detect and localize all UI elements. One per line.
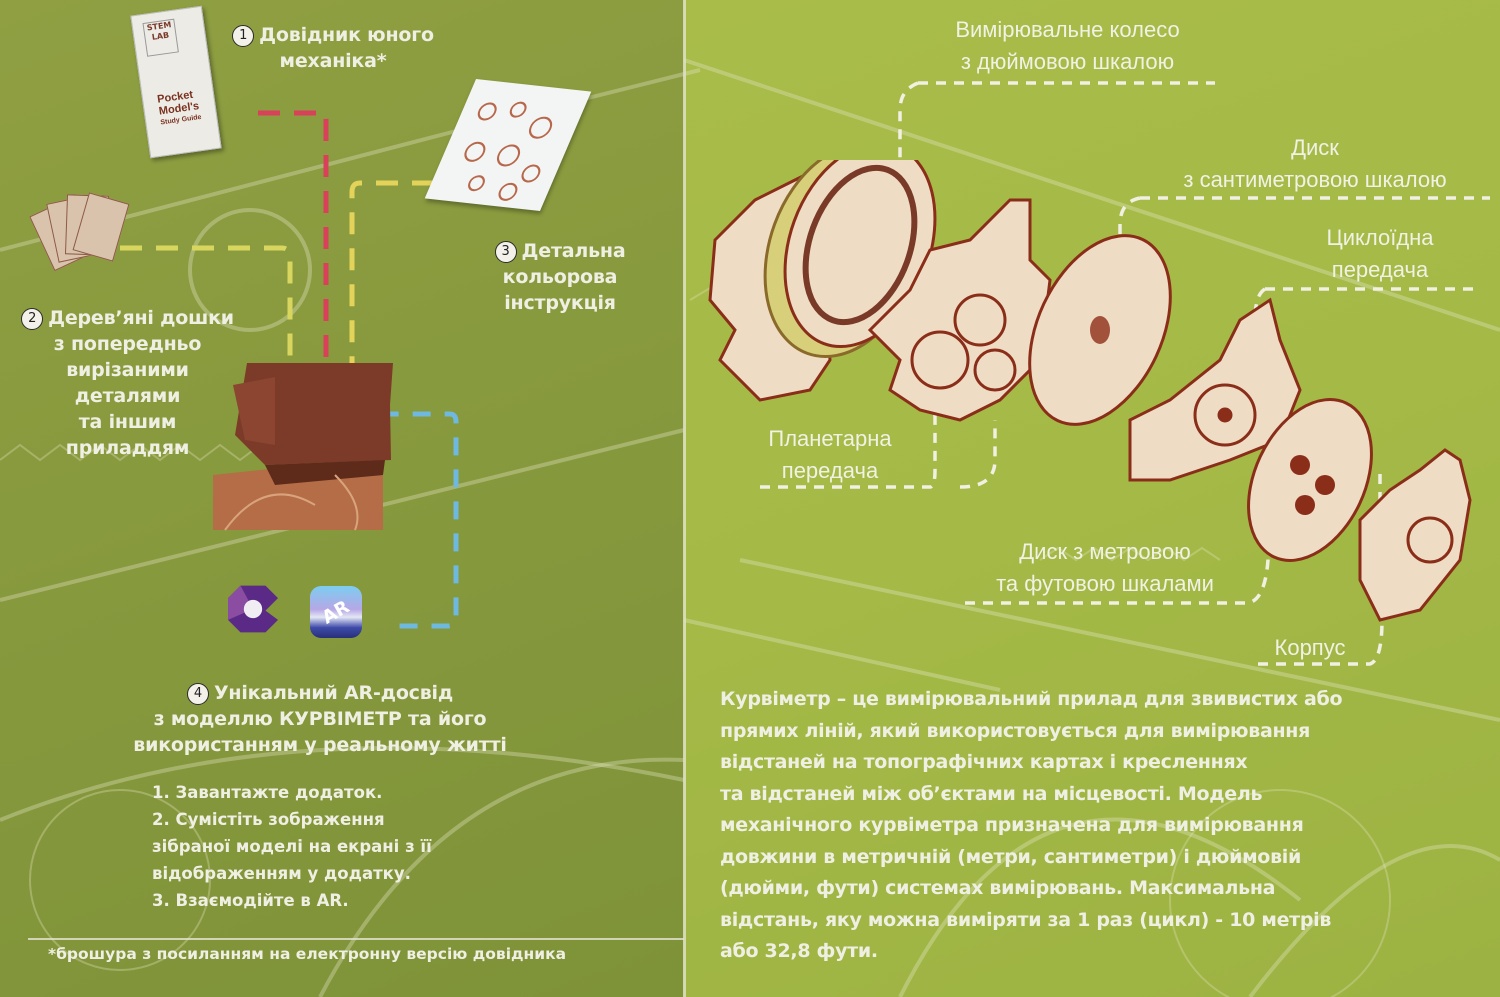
label-line: з сантиметровою шкалою xyxy=(1183,167,1447,192)
kurvimeter-exploded-parts-image xyxy=(708,160,1472,622)
footnote-separator xyxy=(28,938,684,940)
heading-line: Довідник юного xyxy=(259,24,434,46)
number-badge: 3 xyxy=(494,240,517,263)
label-line: з дюймовою шкалою xyxy=(960,49,1175,74)
step-line: відображенням у додатку. xyxy=(152,864,411,883)
ar-app-icon: AR xyxy=(310,586,362,638)
step-line: 2. Сумістіть зображення xyxy=(152,810,385,829)
label-cycloid-gear: Циклоїдна передача xyxy=(1275,222,1485,286)
heading-line: кольорова xyxy=(502,266,618,288)
description-line: відстань, яку можна виміряти за 1 раз (ц… xyxy=(720,908,1332,931)
ar-steps-list: 1. Завантажте додаток. 2. Сумістіть зобр… xyxy=(152,779,492,914)
label-line: Диск xyxy=(1291,135,1339,160)
description-line: (дюйми, фути) системах вимірювань. Макси… xyxy=(720,877,1276,899)
description-line: механічного курвіметра призначена для ви… xyxy=(720,814,1304,836)
heading-line: Дерев’яні дошки xyxy=(48,307,234,329)
label-meter-foot-disc: Диск з метровою та футовою шкалами xyxy=(960,536,1250,600)
heading-line: Детальна xyxy=(521,240,626,262)
app-logo-icon xyxy=(228,585,278,633)
number-badge: 1 xyxy=(232,24,255,47)
color-instruction-image xyxy=(424,79,592,211)
step-line: 3. Взаємодійте в AR. xyxy=(152,891,349,910)
heading-line: з моделлю КУРВІМЕТР та його xyxy=(153,708,487,730)
label-line: Корпус xyxy=(1274,635,1346,660)
heading-line: та іншим xyxy=(78,411,177,433)
heading-line: з попередньо xyxy=(53,333,202,355)
heading-line: інструкція xyxy=(504,292,616,314)
label-line: передача xyxy=(781,458,879,483)
number-badge: 2 xyxy=(21,307,44,330)
kit-box-image xyxy=(213,363,393,531)
label-line: Циклоїдна xyxy=(1326,225,1434,250)
heading-line: використанням у реальному житті xyxy=(133,734,507,756)
label-line: та футовою шкалами xyxy=(996,571,1214,596)
label-planetary-gear: Планетарна передача xyxy=(745,423,915,487)
label-line: передача xyxy=(1331,257,1429,282)
instruction-gears-icon xyxy=(464,101,553,201)
number-badge: 4 xyxy=(186,682,209,705)
booklet-cover-text: Pocket Model's Study Guide xyxy=(156,88,202,129)
label-measuring-wheel: Вимірювальне колесо з дюймовою шкалою xyxy=(895,14,1240,78)
panel-divider xyxy=(683,0,686,997)
heading-line: механіка* xyxy=(279,50,387,72)
description-line: прямих ліній, який використовується для … xyxy=(720,719,1311,742)
description-line: відстаней на топографічних картах і крес… xyxy=(720,751,1248,773)
kurvimeter-description: Курвіметр – це вимірювальний прилад для … xyxy=(720,684,1470,968)
label-housing: Корпус xyxy=(1260,632,1360,664)
label-line: Вимірювальне колесо xyxy=(955,17,1180,42)
description-line: або 32,8 фути. xyxy=(720,940,878,962)
description-line: довжини в метричній (метри, сантиметри) … xyxy=(720,845,1302,868)
heading-line: приладдям xyxy=(65,437,190,459)
wooden-boards-image xyxy=(29,185,130,275)
label-line: Планетарна xyxy=(768,426,892,451)
footnote: *брошура з посиланням на електронну верс… xyxy=(48,945,567,963)
label-line: Диск з метровою xyxy=(1019,539,1191,564)
heading-line: деталями xyxy=(74,385,181,407)
stem-lab-logo: STEM LAB xyxy=(142,18,179,57)
step-line: 1. Завантажте додаток. xyxy=(152,783,383,802)
label-cm-disc: Диск з сантиметровою шкалою xyxy=(1130,132,1500,196)
description-line: та відстаней між об’єктами на місцевості… xyxy=(720,782,1263,805)
heading-line: Унікальний AR-досвід xyxy=(213,682,454,704)
step-line: зібраної моделі на екрані з її xyxy=(152,837,432,856)
heading-line: вирізаними xyxy=(66,359,189,381)
description-line: Курвіметр – це вимірювальний прилад для … xyxy=(720,688,1343,710)
ar-icon-label: AR xyxy=(318,595,354,629)
